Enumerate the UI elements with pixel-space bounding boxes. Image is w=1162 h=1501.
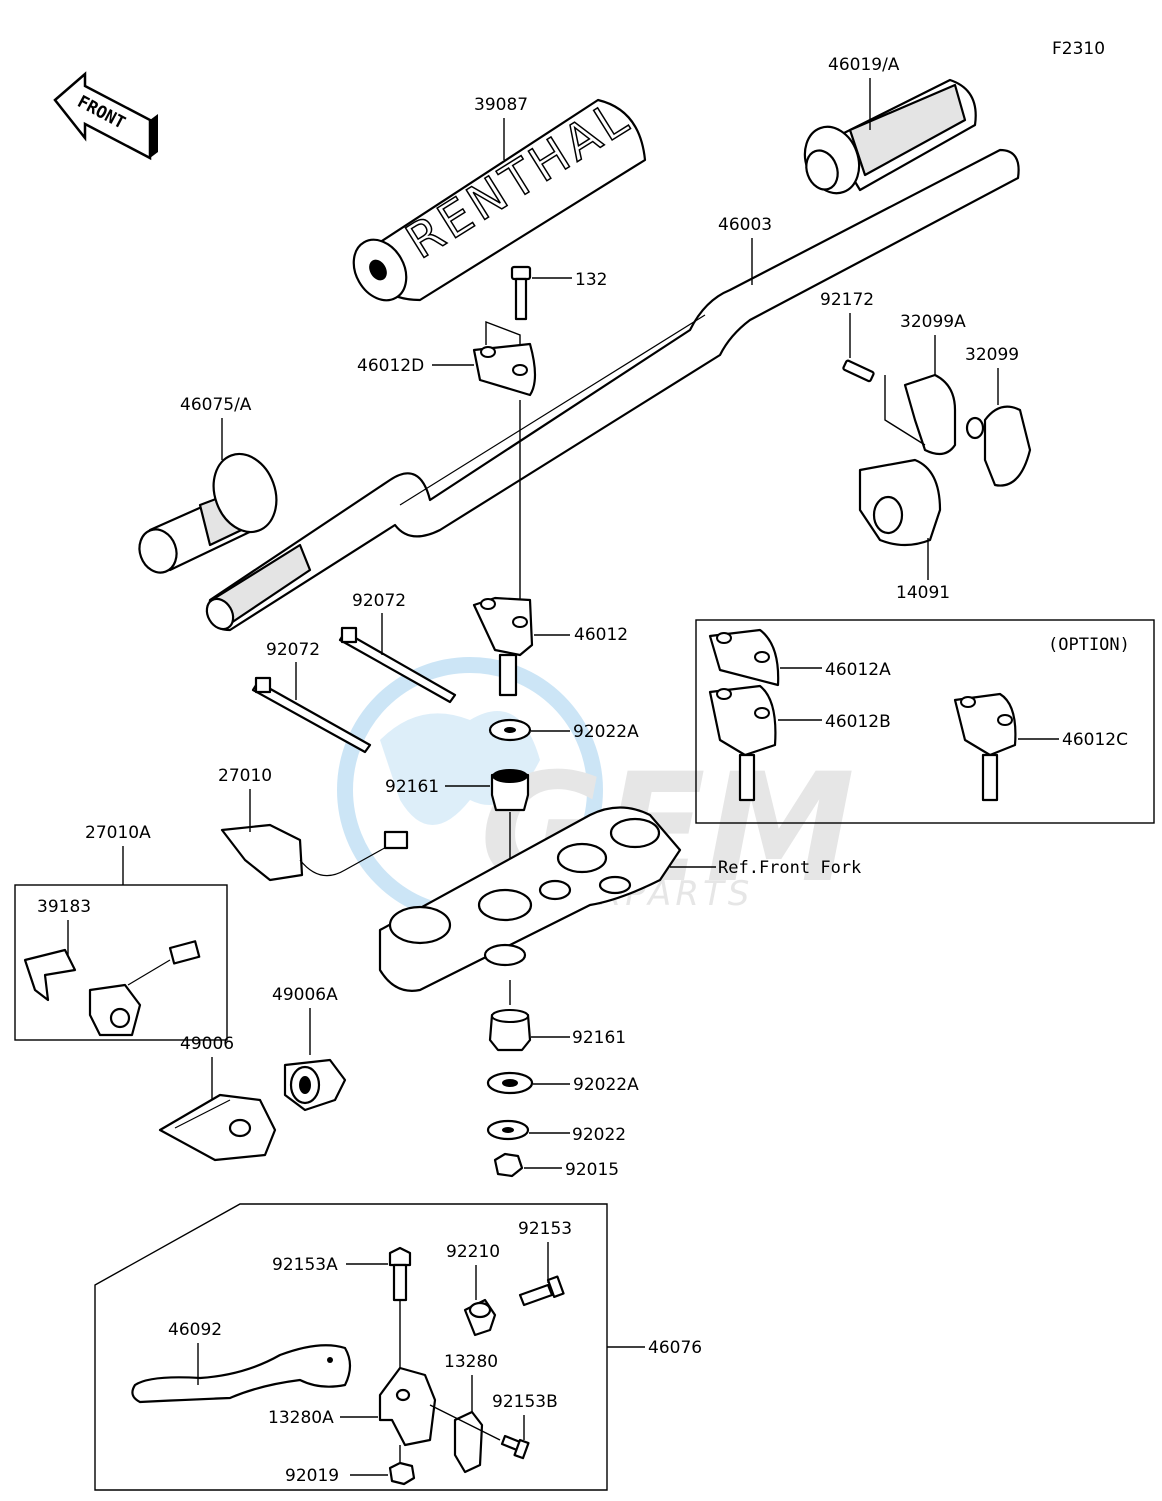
label-46012d: 46012D: [357, 356, 424, 376]
label-46092: 46092: [168, 1320, 222, 1340]
label-92022a-top: 92022A: [573, 722, 639, 742]
throttle-assembly: [842, 359, 1032, 547]
label-39183: 39183: [37, 897, 91, 917]
label-92022a-bottom: 92022A: [573, 1075, 639, 1095]
label-49006: 49006: [180, 1034, 234, 1054]
label-13280a: 13280A: [268, 1408, 334, 1428]
bolt-132: [510, 265, 532, 321]
box-46076: [94, 1203, 608, 1491]
cable-guide-49006: [158, 1093, 277, 1162]
label-27010: 27010: [218, 766, 272, 786]
label-46019a: 46019/A: [828, 55, 900, 75]
label-92210: 92210: [446, 1242, 500, 1262]
clamp-46012d: [472, 342, 537, 397]
label-32099: 32099: [965, 345, 1019, 365]
label-92161-top: 92161: [385, 777, 439, 797]
label-46003: 46003: [718, 215, 772, 235]
kill-switch-27010a: [23, 940, 201, 1037]
option-box: [695, 619, 1155, 824]
label-92153a: 92153A: [272, 1255, 338, 1275]
clamp-13280a: [378, 1366, 437, 1447]
riser-46012b: [708, 684, 777, 802]
riser-46012c: [953, 692, 1017, 802]
label-13280: 13280: [444, 1352, 498, 1372]
label-92153b: 92153B: [492, 1392, 558, 1412]
label-46012: 46012: [574, 625, 628, 645]
label-92015: 92015: [565, 1160, 619, 1180]
label-46012a: 46012A: [825, 660, 891, 680]
handlebar: [205, 148, 1020, 632]
riser-46012: [472, 596, 534, 697]
clamp-13280: [453, 1410, 484, 1474]
left-grip: [138, 452, 278, 574]
option-label: (OPTION): [1048, 635, 1130, 655]
bushing-92210: [463, 1298, 497, 1337]
label-39087: 39087: [474, 95, 528, 115]
label-92153: 92153: [518, 1219, 572, 1239]
nut-92019: [388, 1461, 416, 1486]
triple-clamp: [378, 806, 682, 992]
label-92022: 92022: [572, 1125, 626, 1145]
lever-46092: [131, 1344, 352, 1404]
label-46012c: 46012C: [1062, 730, 1128, 750]
label-46076: 46076: [648, 1338, 702, 1358]
label-92072-b: 92072: [266, 640, 320, 660]
label-92161-bottom: 92161: [572, 1028, 626, 1048]
front-arrow-icon: FRONT: [53, 71, 158, 161]
label-92072-a: 92072: [352, 591, 406, 611]
figure-code: F2310: [1052, 39, 1105, 59]
damper-92161-top: [490, 773, 530, 812]
label-46012b: 46012B: [825, 712, 891, 732]
clamp-46012a: [708, 628, 780, 687]
bolt-92153b: [500, 1434, 530, 1460]
label-32099a: 32099A: [900, 312, 966, 332]
label-49006a: 49006A: [272, 985, 338, 1005]
cable-adjuster-49006a: [283, 1058, 347, 1112]
label-92019: 92019: [285, 1466, 339, 1486]
right-grip: [803, 78, 977, 195]
label-92172: 92172: [820, 290, 874, 310]
reference-label: Ref.Front Fork: [718, 858, 861, 878]
cable-ties: [251, 626, 457, 754]
label-46075a: 46075/A: [180, 395, 252, 415]
bolt-92153a: [388, 1246, 412, 1302]
label-14091: 14091: [896, 583, 950, 603]
label-27010a: 27010A: [85, 823, 151, 843]
screw-92153: [518, 1275, 565, 1307]
label-132: 132: [575, 270, 607, 290]
kill-switch-27010: [220, 823, 409, 882]
box-27010a: [14, 884, 228, 1041]
nut-92015: [493, 1152, 524, 1178]
